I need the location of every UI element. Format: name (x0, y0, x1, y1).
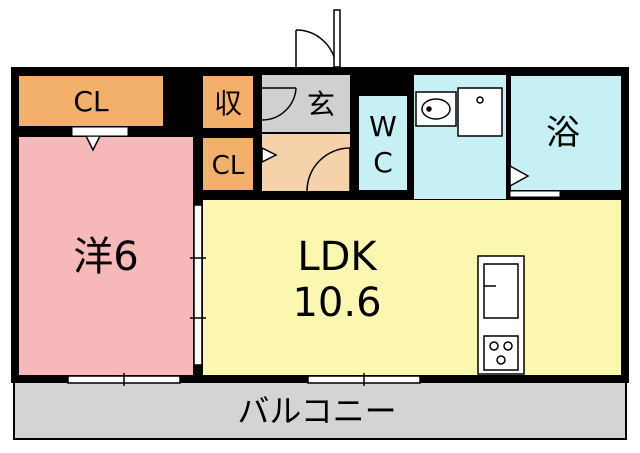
kitchen-counter-icon (477, 255, 525, 375)
washroom-door-opening (414, 191, 506, 199)
bedroom-closet-opening (71, 126, 129, 137)
ldk-size-label: 10.6 (292, 280, 381, 326)
bedroom-label: 洋6 (73, 234, 138, 280)
wc-label-c: C (373, 146, 393, 179)
closet-top-label: CL (73, 85, 109, 118)
bath-door-mark-icon (509, 164, 530, 188)
balcony-area (13, 380, 627, 440)
wc-door-icon (306, 147, 351, 192)
storage-area (201, 74, 255, 130)
bedroom-window (67, 373, 181, 386)
entrance-area (262, 75, 350, 133)
entrance-label: 玄 (307, 88, 335, 121)
ldk-area (201, 198, 623, 377)
wc-label-w: W (369, 110, 397, 143)
closet-mid-label: CL (212, 151, 245, 181)
bedroom-area (17, 135, 195, 377)
bedroom-ldk-sliding-door (190, 204, 206, 366)
closet-mid-area (201, 136, 255, 192)
closet-top-area (17, 74, 165, 128)
washing-machine-icon (457, 87, 503, 137)
closet-mid-door-mark-icon (261, 146, 278, 164)
ldk-window (307, 373, 421, 386)
bath-area (509, 74, 623, 192)
storage-door-icon (261, 87, 297, 121)
washbasin-icon (415, 91, 457, 127)
storage-label: 収 (214, 87, 242, 120)
bath-label: 浴 (546, 113, 580, 153)
wc-area (357, 94, 409, 192)
bath-door-rail (509, 190, 561, 198)
entrance-step-area (262, 133, 350, 191)
entrance-door-icon (295, 9, 341, 68)
balcony-label: バルコニー (237, 392, 396, 430)
ldk-label: LDK (297, 234, 378, 280)
